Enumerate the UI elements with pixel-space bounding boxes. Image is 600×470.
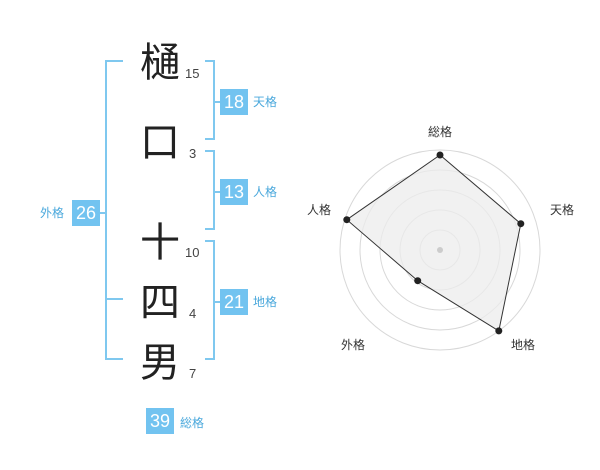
radar-polygon bbox=[345, 154, 522, 332]
tenkaku-label: 天格 bbox=[253, 95, 278, 109]
chikaku-bracket-top bbox=[205, 240, 215, 242]
stroke-count-4: 4 bbox=[189, 306, 197, 321]
jinkaku-bracket-top bbox=[205, 150, 215, 152]
radar-center-dot bbox=[437, 247, 443, 253]
gaikaku-bracket-mid bbox=[105, 298, 123, 300]
stroke-count-5: 7 bbox=[189, 366, 197, 381]
radar-point-4 bbox=[414, 277, 422, 285]
soukaku-label: 総格 bbox=[180, 416, 205, 430]
stroke-count-2: 3 bbox=[189, 146, 197, 161]
gaikaku-bracket-stub bbox=[100, 212, 106, 214]
radar-label-soukaku: 総格 bbox=[428, 125, 453, 139]
jinkaku-bracket-bottom bbox=[205, 228, 215, 230]
chikaku-bracket-stub bbox=[214, 301, 220, 303]
radar-point-3 bbox=[495, 327, 503, 335]
stroke-count-3: 10 bbox=[185, 245, 200, 260]
radar-label-tenkaku: 天格 bbox=[550, 203, 575, 217]
gaikaku-bracket-vertical bbox=[105, 60, 107, 360]
soukaku-value: 39 bbox=[146, 408, 174, 434]
radar-label-jinkaku: 人格 bbox=[307, 203, 332, 217]
tenkaku-bracket-vertical bbox=[213, 60, 215, 140]
gaikaku-label: 外格 bbox=[40, 206, 65, 220]
radar-point-5 bbox=[343, 216, 351, 224]
name-char-2: 口 bbox=[140, 120, 180, 166]
gaikaku-value: 26 bbox=[72, 200, 100, 226]
jinkaku-bracket-stub bbox=[214, 191, 220, 193]
radar-label-gaikaku: 外格 bbox=[341, 338, 366, 352]
jinkaku-value: 13 bbox=[220, 179, 248, 205]
radar-point-2 bbox=[517, 220, 525, 228]
tenkaku-value: 18 bbox=[220, 89, 248, 115]
gaikaku-bracket-bottom bbox=[105, 358, 123, 360]
name-char-4: 四 bbox=[140, 280, 180, 326]
radar-point-1 bbox=[436, 151, 444, 159]
chikaku-bracket-bottom bbox=[205, 358, 215, 360]
jinkaku-label: 人格 bbox=[253, 185, 278, 199]
name-char-3: 十 bbox=[140, 220, 180, 266]
name-char-1: 樋 bbox=[140, 40, 180, 86]
stroke-count-1: 15 bbox=[185, 66, 200, 81]
tenkaku-bracket-top bbox=[205, 60, 215, 62]
jinkaku-bracket-vertical bbox=[213, 150, 215, 230]
radar-label-chikaku: 地格 bbox=[511, 338, 536, 352]
radar-ring-5 bbox=[339, 149, 541, 351]
chikaku-bracket-vertical bbox=[213, 240, 215, 360]
chikaku-label: 地格 bbox=[253, 295, 278, 309]
chikaku-value: 21 bbox=[220, 289, 248, 315]
name-char-5: 男 bbox=[140, 340, 180, 386]
gaikaku-bracket-top bbox=[105, 60, 123, 62]
tenkaku-bracket-bottom bbox=[205, 138, 215, 140]
tenkaku-bracket-stub bbox=[214, 101, 220, 103]
